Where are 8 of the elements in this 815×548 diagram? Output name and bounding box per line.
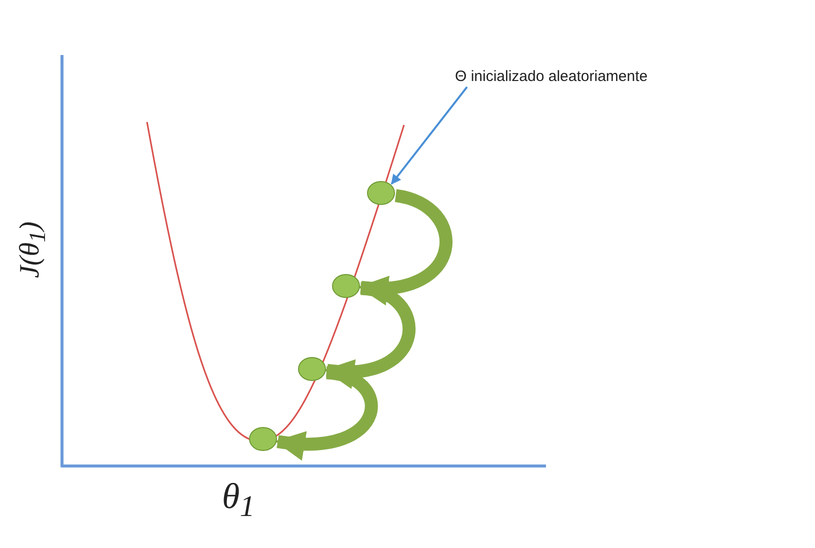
- curved-arrow: [274, 366, 378, 460]
- parameter-point: [298, 357, 326, 381]
- parameter-point: [332, 274, 360, 298]
- leader-arrow: [390, 86, 468, 185]
- axis-label: θ$_{1}$: [222, 475, 255, 524]
- annotation-text: Θ inicializado aleatoriamente: [455, 68, 648, 85]
- parameter-point: [249, 427, 277, 451]
- curved-arrow: [324, 282, 416, 387]
